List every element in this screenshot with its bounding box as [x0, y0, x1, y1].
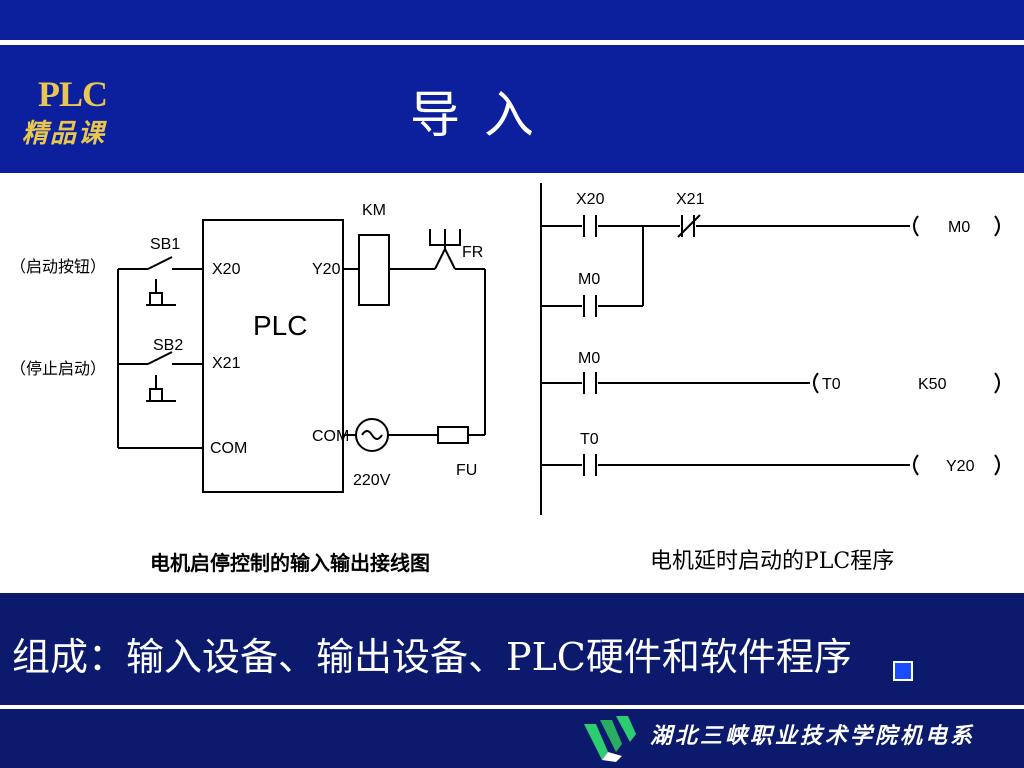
rung1-x20-label: X20 [576, 191, 605, 208]
fuse [437, 426, 469, 444]
plc-box [202, 219, 344, 493]
rung1-x21-label: X21 [676, 191, 705, 208]
rung1-m0-contact-label: M0 [578, 271, 600, 288]
school-logo-icon [584, 716, 636, 762]
rung2-preset-label: K50 [918, 376, 947, 393]
wiring-caption: 电机启停控制的输入输出接线图 [150, 551, 430, 575]
rung2-m0-contact-label: M0 [578, 350, 600, 367]
footer-divider [0, 705, 1024, 709]
top-bar [0, 0, 1024, 40]
com-out-label: COM [312, 428, 349, 445]
logo-sub-text: 精品课 [22, 119, 107, 149]
y20-terminal-label: Y20 [312, 261, 341, 278]
start-button-label: （启动按钮） [10, 258, 106, 276]
fr-label: FR [462, 244, 483, 261]
x21-terminal-label: X21 [212, 355, 241, 372]
fu-label: FU [456, 462, 477, 479]
footer-band [0, 593, 1024, 705]
logo-plc-text: PLC [38, 74, 108, 114]
voltage-label: 220V [353, 472, 391, 489]
slide-nav-button[interactable] [893, 661, 913, 681]
diagram-area: （启动按钮） （停止启动） SB1 SB2 X20 X21 COM PLC Y2… [0, 173, 1024, 593]
km-coil [358, 234, 390, 306]
sb2-label: SB2 [153, 337, 183, 354]
km-label: KM [362, 202, 386, 219]
x20-terminal-label: X20 [212, 261, 241, 278]
page-title: 导 入 [410, 86, 538, 144]
rung3-t0-contact-label: T0 [580, 431, 599, 448]
top-divider [0, 40, 1024, 45]
plc-label: PLC [253, 310, 307, 341]
rung2-timer-label: T0 [822, 376, 841, 393]
plc-course-logo: PLC 精品课 [22, 73, 142, 153]
sb1-label: SB1 [150, 236, 180, 253]
stop-button-label: （停止启动） [10, 360, 106, 378]
ladder-caption: 电机延时启动的PLC程序 [650, 549, 895, 574]
bottom-bar [0, 709, 1024, 768]
com-in-label: COM [210, 440, 247, 457]
header: PLC 精品课 导 入 [0, 45, 1024, 173]
circuit-diagrams: （启动按钮） （停止启动） SB1 SB2 X20 X21 COM PLC Y2… [10, 183, 1000, 515]
composition-text: 组成：输入设备、输出设备、PLC硬件和软件程序 [12, 635, 852, 679]
rung1-m0-coil-label: M0 [948, 219, 970, 236]
school-name: 湖北三峡职业技术学院机电系 [650, 723, 976, 749]
rung3-y20-coil-label: Y20 [946, 458, 975, 475]
